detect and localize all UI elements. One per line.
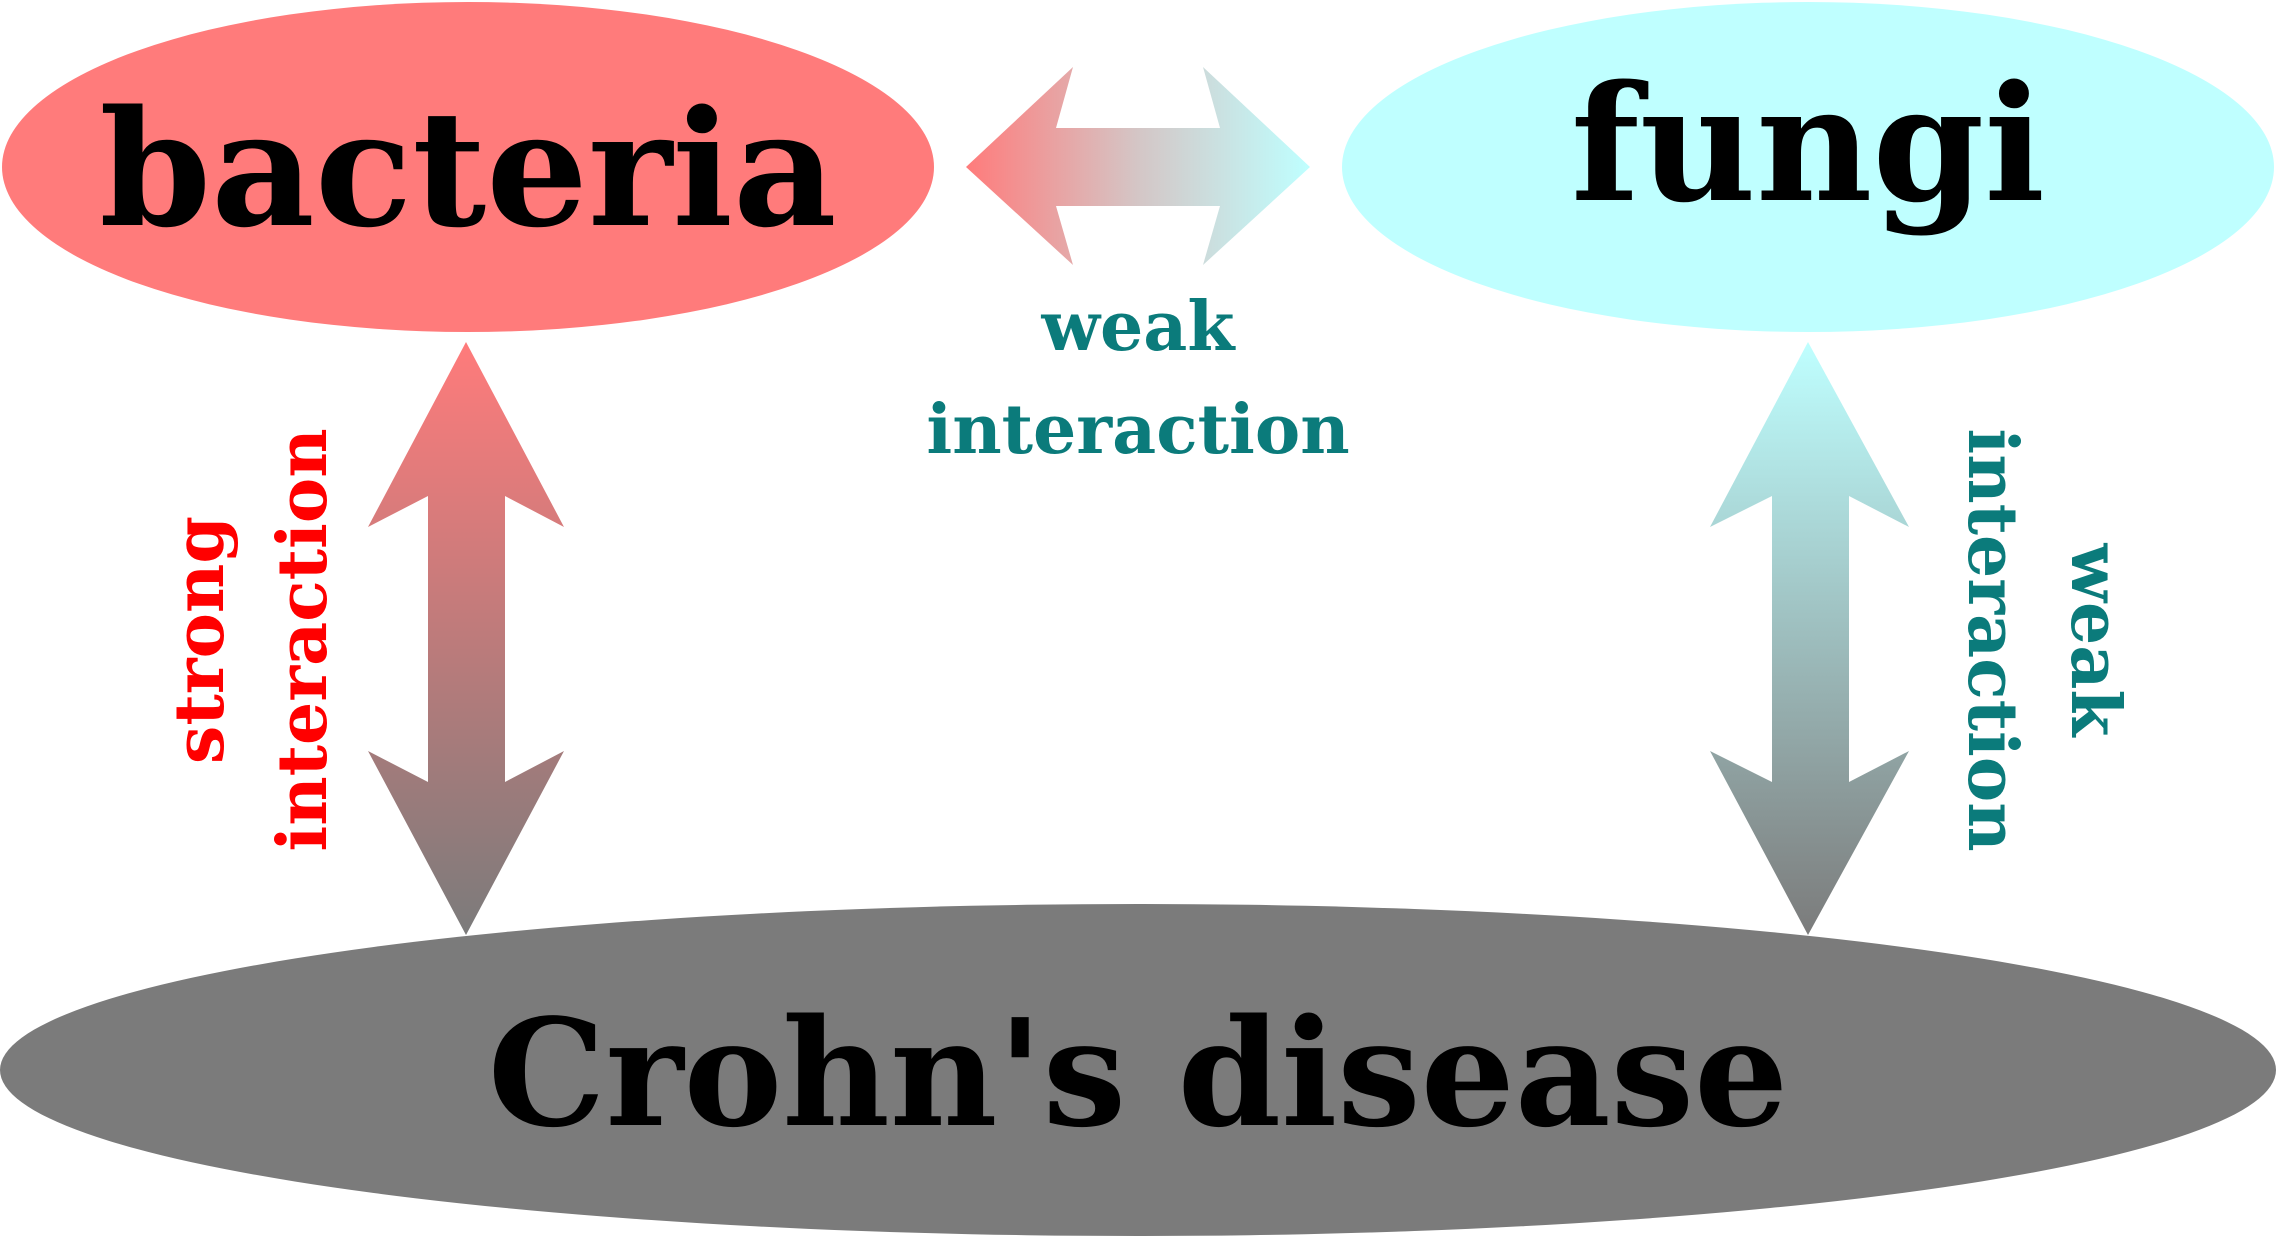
crohns-disease-ellipse xyxy=(0,904,2276,1236)
bacteria-fungi-label-line2: interaction xyxy=(926,390,1349,470)
crohns-disease-node: Crohn's disease xyxy=(0,904,2276,1236)
bacteria-fungi-label-line1: weak xyxy=(1041,287,1237,367)
bacteria-fungi-edge-label: weak interaction xyxy=(926,287,1349,470)
fungi-crohns-edge-label: weak interaction xyxy=(1952,428,2135,851)
bacteria-fungi-arrow xyxy=(966,67,1310,265)
fungi-crohns-label-line2: interaction xyxy=(1952,428,2032,851)
fungi-crohns-arrow xyxy=(1710,342,1909,935)
crohns-disease-label: Crohn's disease xyxy=(488,986,1788,1160)
fungi-ellipse xyxy=(1342,2,2274,332)
bacteria-node: bacteria xyxy=(2,2,934,332)
bacteria-crohns-label-line1: strong xyxy=(160,516,240,764)
fungi-node: fungi xyxy=(1342,2,2274,332)
bacteria-label: bacteria xyxy=(99,75,836,263)
bacteria-ellipse xyxy=(2,2,934,332)
fungi-crohns-label-line1: weak xyxy=(2055,543,2135,739)
fungi-label: fungi xyxy=(1571,50,2045,238)
bacteria-crohns-edge-label: strong interaction xyxy=(160,428,343,851)
bacteria-crohns-arrow xyxy=(368,342,564,935)
bacteria-crohns-label-line2: interaction xyxy=(263,428,343,851)
